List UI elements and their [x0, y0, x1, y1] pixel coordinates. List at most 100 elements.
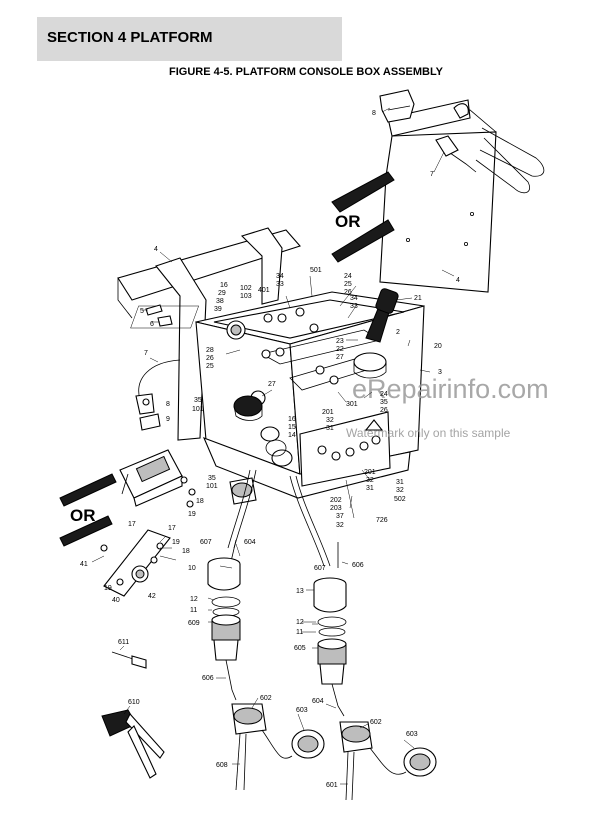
callout-24: 24: [344, 273, 352, 280]
crimp-tool: [101, 709, 165, 779]
callout-103: 103: [240, 293, 252, 300]
callout-3: 3: [438, 369, 442, 376]
callout-27: 27: [336, 354, 344, 361]
watermark-site: eRepairinfo.com: [352, 374, 549, 404]
callout-37: 37: [336, 513, 344, 520]
callout-28: 28: [206, 347, 214, 354]
callout-5: 5: [140, 308, 144, 315]
section-title: SECTION 4 PLATFORM: [47, 29, 213, 46]
callout-607: 607: [314, 565, 326, 572]
callout-603: 603: [406, 731, 418, 738]
callout-8: 8: [372, 110, 376, 117]
figure-title: FIGURE 4-5. PLATFORM CONSOLE BOX ASSEMBL…: [168, 66, 443, 78]
callout-8: 8: [166, 401, 170, 408]
callout-22: 22: [336, 346, 344, 353]
callout-33: 33: [350, 303, 358, 310]
cable-loop: [135, 359, 181, 415]
callout-101: 101: [192, 406, 204, 413]
callout-607: 607: [200, 539, 212, 546]
callout-201: 201: [364, 469, 376, 476]
cover-plate: [379, 99, 497, 293]
mounting-bracket-top: [379, 89, 415, 123]
callout-609: 609: [188, 620, 200, 627]
bolts-left: [139, 304, 173, 431]
callout-19: 19: [188, 511, 196, 518]
callout-21: 21: [414, 295, 422, 302]
callout-41: 41: [80, 561, 88, 568]
callout-23: 23: [336, 338, 344, 345]
callout-32: 32: [326, 417, 334, 424]
callout-611: 611: [118, 639, 129, 646]
callout-605: 605: [294, 645, 306, 652]
callout-25: 25: [206, 363, 214, 370]
callout-401: 401: [258, 287, 270, 294]
callout-34: 34: [350, 295, 358, 302]
receptacle-left: [231, 703, 325, 791]
receptacle-right: [339, 721, 437, 801]
callout-24: 24: [380, 391, 388, 398]
or-arrow-left: OR: [59, 473, 117, 547]
callout-26: 26: [344, 289, 352, 296]
callout-34: 34: [276, 273, 284, 280]
callout-4: 4: [456, 277, 460, 284]
callout-608: 608: [216, 762, 228, 769]
callout-26: 26: [380, 407, 388, 414]
connector-plug-right: [313, 577, 347, 717]
callout-31: 31: [396, 479, 404, 486]
small-hardware-left: [180, 476, 196, 508]
callout-12: 12: [190, 596, 198, 603]
callout-18: 18: [196, 498, 204, 505]
callout-202: 202: [330, 497, 342, 504]
callout-35: 35: [208, 475, 216, 482]
callout-31: 31: [326, 425, 334, 432]
callout-17: 17: [168, 525, 176, 532]
callout-25: 25: [344, 281, 352, 288]
callout-9: 9: [166, 416, 170, 423]
leader-lines: [91, 107, 455, 785]
callout-26: 26: [206, 355, 214, 362]
callout-11: 11: [190, 607, 197, 614]
callout-15: 15: [288, 424, 296, 431]
callout-102: 102: [240, 285, 252, 292]
connector-plug-left: [207, 557, 241, 701]
callout-32: 32: [336, 522, 344, 529]
callout-32: 32: [366, 477, 374, 484]
callout-201: 201: [322, 409, 334, 416]
callout-726: 726: [376, 517, 388, 524]
callout-301: 301: [346, 401, 358, 408]
terminal-block: [119, 449, 183, 507]
callout-20: 20: [434, 343, 442, 350]
callout-604: 604: [312, 698, 324, 705]
platform-rail: [117, 227, 301, 441]
callout-16: 16: [288, 416, 296, 423]
callout-603: 603: [296, 707, 308, 714]
callout-35: 35: [380, 399, 388, 406]
callout-17: 17: [128, 521, 136, 528]
callout-502: 502: [394, 496, 406, 503]
pin-extraction-tool: [111, 651, 147, 669]
callout-11: 11: [296, 629, 303, 636]
callout-7: 7: [144, 350, 148, 357]
callout-40: 40: [112, 597, 120, 604]
or-arrow-top: OR: [331, 171, 395, 263]
callout-2: 2: [396, 329, 400, 336]
callout-38: 38: [216, 298, 224, 305]
callout-29: 29: [218, 290, 226, 297]
retainer-wire: [435, 127, 545, 194]
or-label-left: OR: [70, 506, 96, 525]
callout-39: 39: [214, 306, 222, 313]
callouts: 8 7 4 4 5 6 7 8 9 16 29 38 39 102 103 40…: [80, 110, 460, 789]
callout-16: 16: [220, 282, 228, 289]
callout-6: 6: [150, 321, 154, 328]
callout-7: 7: [430, 171, 434, 178]
callout-101: 101: [206, 483, 218, 490]
callout-42: 42: [148, 593, 156, 600]
callout-19: 19: [104, 585, 112, 592]
callout-606: 606: [352, 562, 364, 569]
callout-18: 18: [182, 548, 190, 555]
section-header: SECTION 4 PLATFORM: [37, 17, 342, 61]
callout-602: 602: [260, 695, 272, 702]
callout-604: 604: [244, 539, 256, 546]
tilt-sensor: [229, 477, 257, 505]
callout-32: 32: [396, 487, 404, 494]
